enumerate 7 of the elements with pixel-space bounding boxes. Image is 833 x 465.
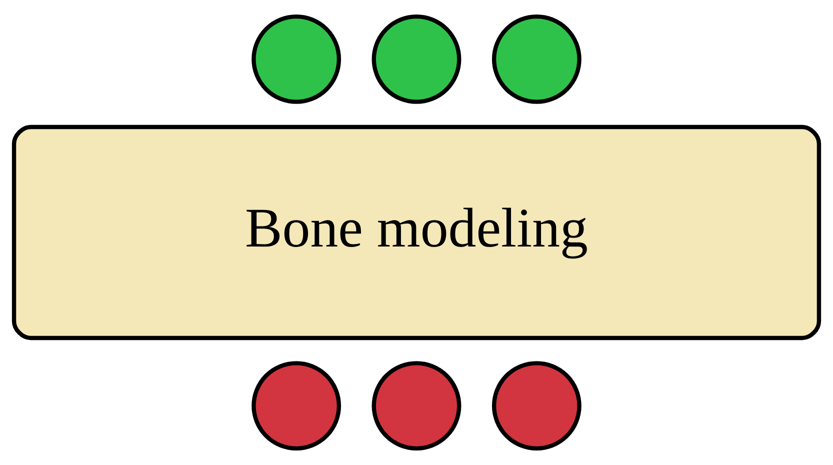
node-circle	[492, 361, 582, 450]
node-circle	[252, 361, 342, 450]
node-circle	[492, 14, 582, 104]
node-circle	[252, 14, 342, 104]
node-circle	[372, 361, 462, 450]
node-box: Bone modeling	[12, 124, 822, 340]
node-circle	[372, 14, 462, 104]
